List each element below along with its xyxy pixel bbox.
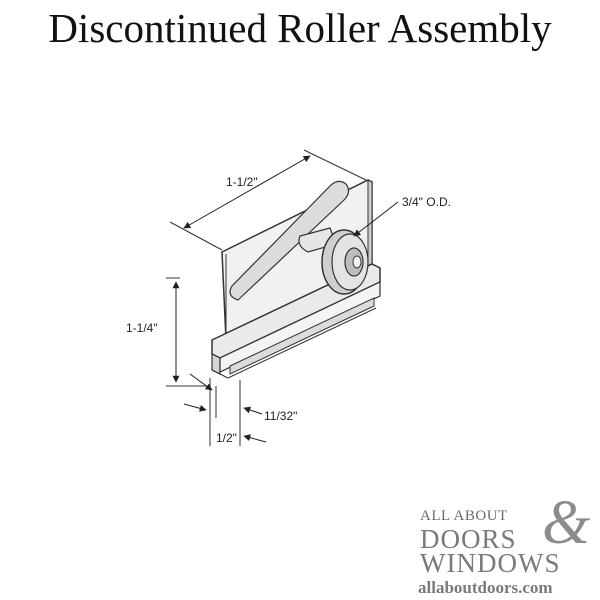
page-title: Discontinued Roller Assembly: [48, 5, 552, 51]
track-gap-dimension-label: 11/32": [264, 409, 297, 423]
logo-doors: DOORS: [420, 524, 517, 554]
roller-wheel: [321, 229, 369, 295]
height-dimension-label: 1-1/4": [126, 321, 158, 335]
track-gap-dimension: 11/32": [189, 373, 297, 423]
height-dimension: 1-1/4": [126, 277, 208, 387]
logo-url: allaboutdoors.com: [418, 578, 553, 597]
logo-ampersand: &: [542, 489, 591, 557]
logo-windows: WINDOWS: [420, 548, 561, 578]
width-dimension-label: 1-1/2": [226, 175, 258, 189]
adjustment-slot: [229, 180, 350, 301]
width-dimension: 1-1/2": [169, 149, 367, 251]
brand-logo: ALL ABOUT & DOORS WINDOWS allaboutdoors.…: [416, 492, 598, 597]
roller-diameter-label: 3/4" O.D.: [402, 195, 451, 209]
roller-diameter-callout: 3/4" O.D.: [353, 195, 451, 237]
base-width-dimension: 1/2": [183, 378, 267, 446]
logo-tagline: ALL ABOUT: [420, 508, 508, 524]
base-width-dimension-label: 1/2": [216, 431, 237, 445]
